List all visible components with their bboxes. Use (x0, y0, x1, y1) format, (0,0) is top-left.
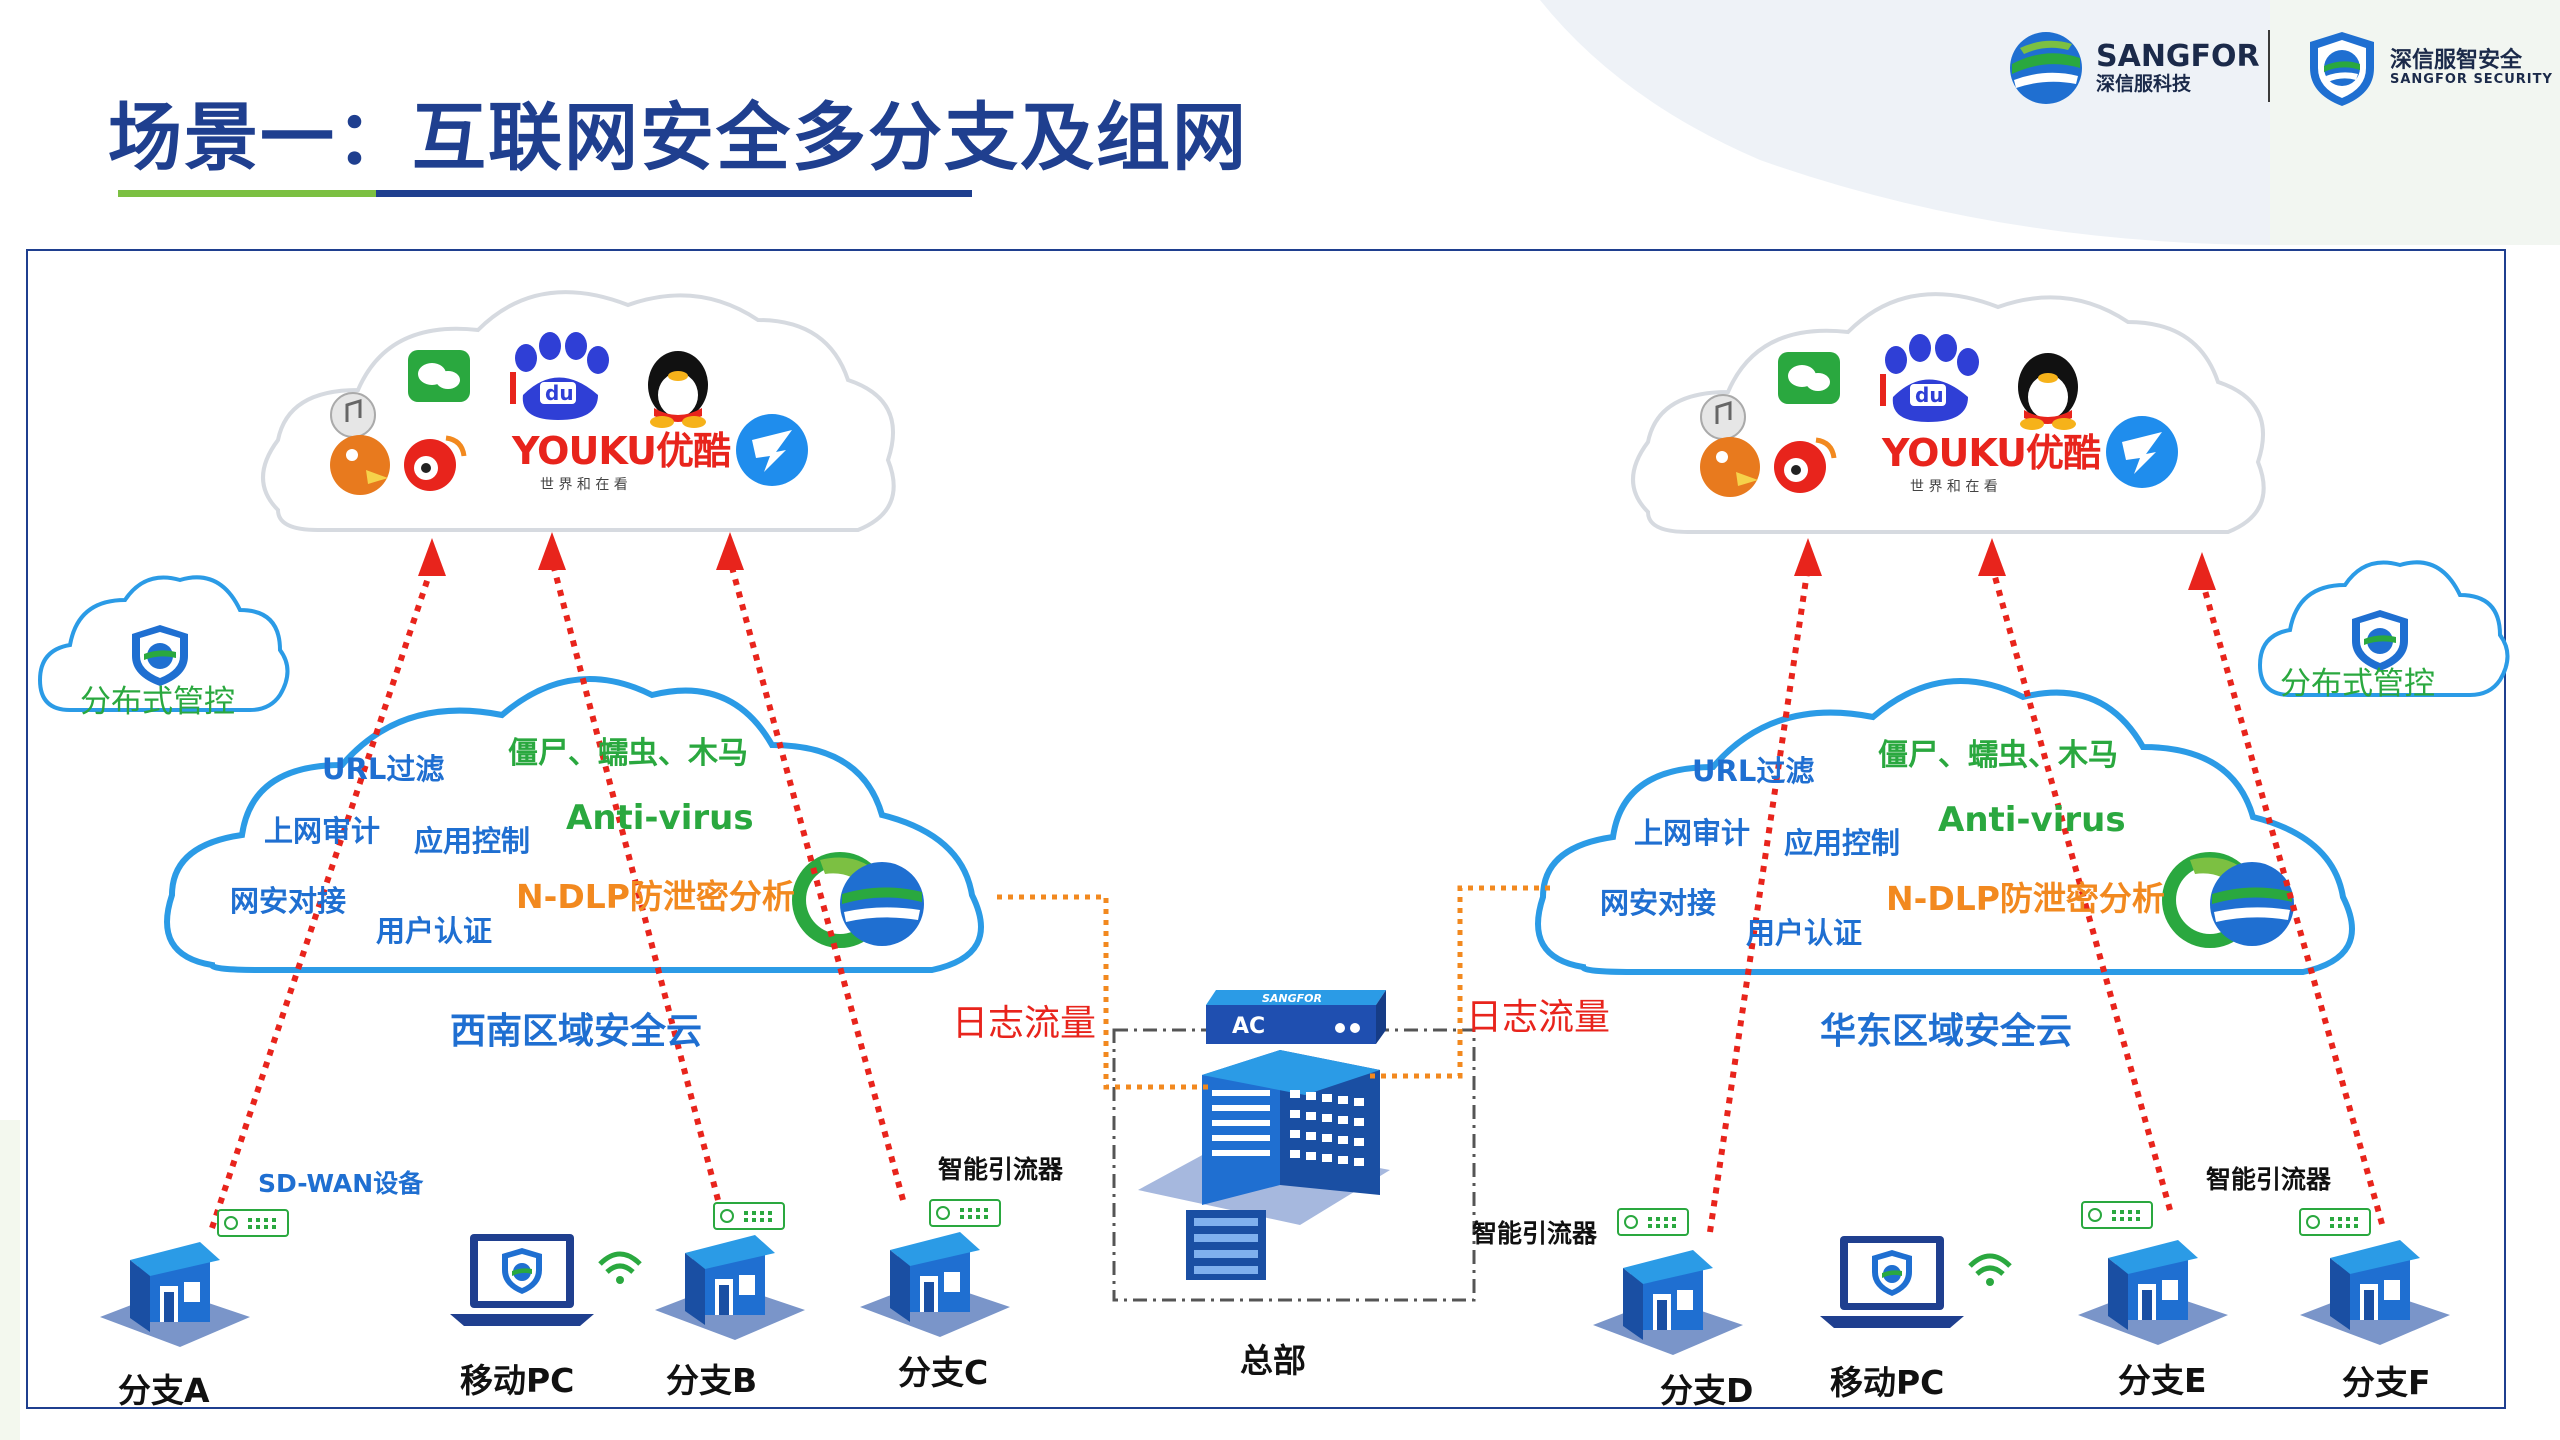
feature-vpn-right: 网安对接 (1600, 886, 1717, 920)
diagram-frame (26, 249, 2506, 1409)
sangfor-logo-text: SANGFOR (2096, 39, 2260, 74)
smart-diverter-label-3: 智能引流器 (2206, 1165, 2332, 1194)
sdwan-device-label: SD-WAN设备 (258, 1169, 424, 1198)
endpoint-label: 移动PC (460, 1361, 575, 1400)
endpoint-label: 分支B (666, 1361, 758, 1400)
security-logo-subtext: SANGFOR SECURITY (2390, 71, 2553, 87)
distributed-mgmt-right: 分布式管控 (2280, 666, 2435, 702)
feature-url-filter-right: URL过滤 (1692, 754, 1815, 788)
feature-app-control-right: 应用控制 (1784, 826, 1901, 860)
youku-slogan-right: 世 界 和 在 看 (1910, 479, 1998, 495)
page-title: 场景一：互联网安全多分支及组网 (108, 95, 1248, 181)
youku-logo-left: YOUKU优酷 (512, 429, 731, 473)
feature-antivirus-right: Anti-virus (1938, 800, 2126, 840)
smart-diverter-label-1: 智能引流器 (938, 1155, 1064, 1184)
distributed-mgmt-left: 分布式管控 (80, 684, 235, 720)
endpoint-label: 分支F (2342, 1363, 2431, 1402)
feature-botnet-right: 僵尸、蠕虫、木马 (1878, 738, 2118, 773)
sangfor-security-logo: 深信服智安全 SANGFOR SECURITY (2306, 28, 2553, 108)
feature-dlp-right: N-DLP防泄密分析 (1886, 879, 2165, 918)
feature-botnet-left: 僵尸、蠕虫、木马 (508, 736, 748, 771)
feature-user-auth-left: 用户认证 (376, 914, 493, 948)
hq-label: 总部 (1240, 1341, 1306, 1380)
sangfor-logo-subtext: 深信服科技 (2096, 73, 2192, 95)
log-traffic-right: 日志流量 (1466, 997, 1611, 1038)
title-underline-blue (376, 190, 972, 197)
ac-device-label: AC (1232, 1014, 1266, 1039)
endpoint-label: 分支C (898, 1353, 989, 1392)
left-region-label: 西南区域安全云 (450, 1011, 703, 1052)
endpoint-label: 移动PC (1830, 1363, 1945, 1402)
logo-divider (2268, 30, 2270, 102)
youku-slogan-left: 世 界 和 在 看 (540, 477, 628, 493)
shield-logo-icon (2310, 32, 2374, 106)
feature-antivirus-left: Anti-virus (566, 798, 754, 838)
security-logo-text: 深信服智安全 (2390, 47, 2523, 73)
sangfor-logo: SANGFOR 深信服科技 (2006, 28, 2260, 108)
feature-user-auth-right: 用户认证 (1746, 916, 1863, 950)
smart-diverter-label-2: 智能引流器 (1472, 1219, 1598, 1248)
feature-url-filter-left: URL过滤 (322, 752, 445, 786)
endpoint-label: 分支E (2118, 1361, 2207, 1400)
sangfor-globe-icon (2010, 32, 2082, 104)
endpoint-label: 分支A (118, 1371, 210, 1410)
feature-audit-left: 上网审计 (264, 814, 381, 848)
feature-app-control-left: 应用控制 (414, 824, 531, 858)
youku-logo-right: YOUKU优酷 (1882, 431, 2101, 475)
right-region-label: 华东区域安全云 (1820, 1011, 2073, 1052)
hq-building-icon (1138, 1050, 1390, 1280)
feature-vpn-left: 网安对接 (230, 884, 347, 918)
endpoint-label: 分支D (1660, 1371, 1754, 1410)
title-underline-green (118, 190, 376, 197)
ac-device-icon (1206, 990, 1386, 1044)
feature-dlp-left: N-DLP防泄密分析 (516, 877, 795, 916)
feature-audit-right: 上网审计 (1634, 816, 1751, 850)
ac-device-brand: SANGFOR (1262, 992, 1323, 1005)
log-traffic-left: 日志流量 (952, 1003, 1097, 1044)
